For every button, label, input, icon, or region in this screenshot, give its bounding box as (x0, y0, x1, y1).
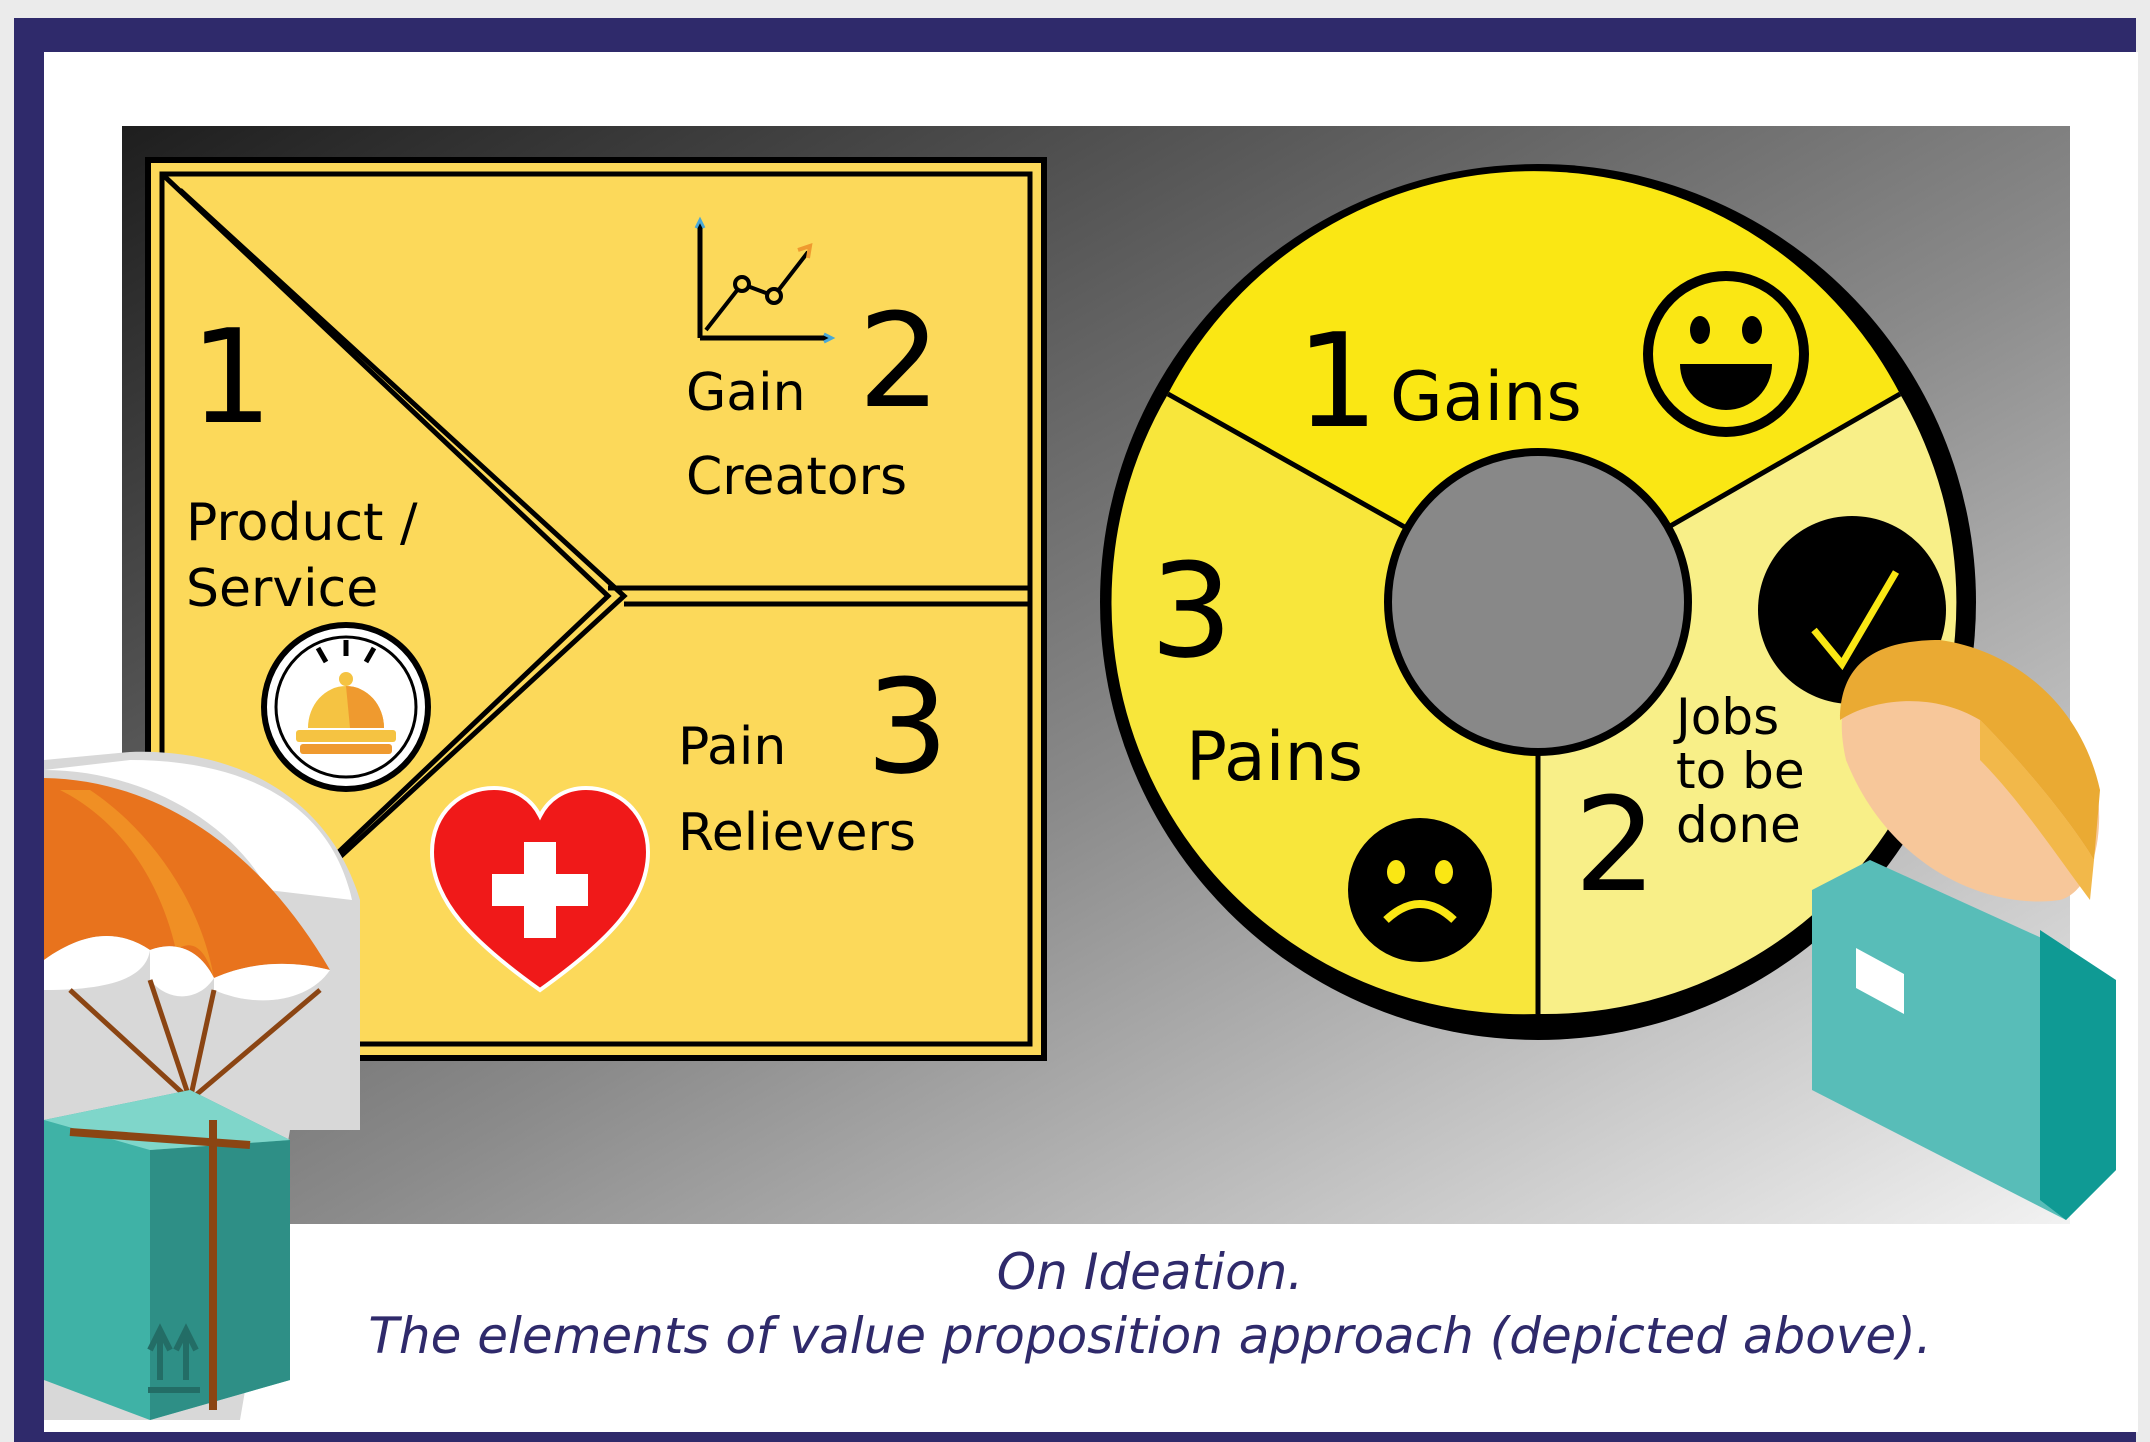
jobs-label-line1: Jobs (1673, 688, 1779, 746)
product-service-label-line2: Service (186, 559, 378, 619)
jobs-label-line3: done (1676, 796, 1801, 854)
pain-relievers-number: 3 (866, 651, 949, 803)
caption-line1: On Ideation. (996, 1243, 1304, 1301)
product-service-number: 1 (190, 301, 273, 453)
pains-label: Pains (1186, 718, 1363, 797)
parachute-box-icon (44, 751, 360, 1420)
product-service-label-line1: Product / (186, 493, 418, 553)
gain-creators-label-line2: Creators (686, 447, 907, 507)
gain-creators-number: 2 (858, 285, 941, 437)
pain-relievers-label-line2: Relievers (678, 803, 916, 863)
sad-face-icon (1348, 818, 1492, 962)
growth-chart-icon (694, 216, 836, 344)
caption-line2: The elements of value proposition approa… (368, 1307, 1932, 1365)
gains-label: Gains (1390, 358, 1582, 437)
value-map-inner-border (159, 171, 1033, 1047)
pain-relievers-label-line1: Pain (678, 717, 786, 777)
service-bell-icon (261, 622, 431, 792)
caption: On Ideation. The elements of value propo… (300, 1240, 2000, 1368)
gains-number: 1 (1296, 305, 1379, 457)
jobs-number: 2 (1574, 769, 1657, 921)
happy-face-icon (1643, 271, 1809, 437)
gain-creators-label-line1: Gain (686, 363, 806, 423)
heart-cross-icon (429, 785, 651, 993)
pains-number: 3 (1150, 535, 1233, 687)
customer-person-icon (1812, 640, 2116, 1220)
profile-hub (1384, 448, 1692, 756)
jobs-label-line2: to be (1676, 742, 1805, 800)
